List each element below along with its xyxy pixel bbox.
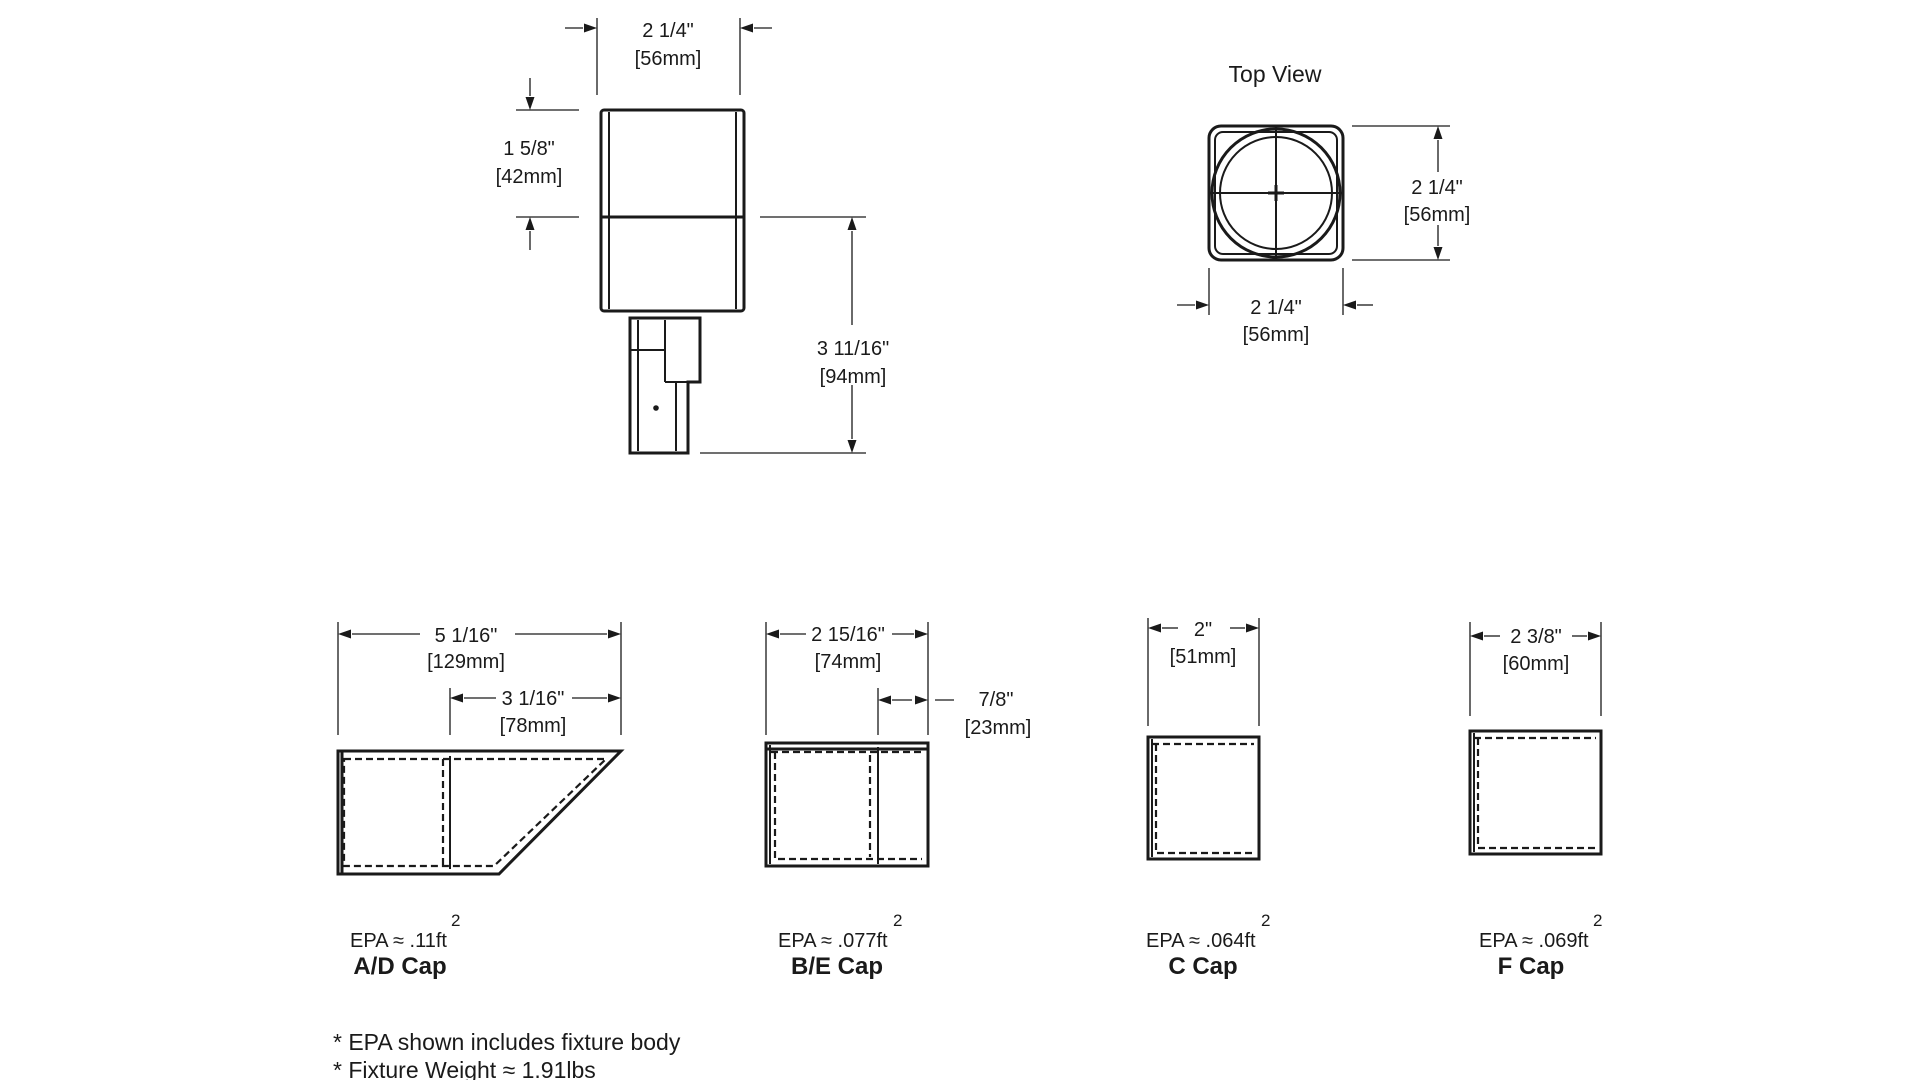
top-height-mm: [56mm] bbox=[1404, 204, 1471, 226]
cap-f: 2 3/8" [60mm] EPA ≈ .069ft 2 F Cap bbox=[1468, 622, 1603, 980]
side-view: 2 1/4" [56mm] 1 5/8" [42mm] 3 11/16" [94… bbox=[496, 18, 889, 455]
note-weight: * Fixture Weight ≈ 1.91lbs bbox=[333, 1057, 596, 1080]
cap-be-inner-mm: [23mm] bbox=[965, 717, 1032, 739]
side-body-height-in: 3 11/16" bbox=[817, 338, 889, 360]
cap-be-overall-in: 2 15/16" bbox=[811, 624, 885, 646]
cap-be-overall-mm: [74mm] bbox=[815, 651, 882, 673]
cap-c-name: C Cap bbox=[1168, 953, 1237, 980]
cap-ad-overall-mm: [129mm] bbox=[427, 651, 505, 673]
cap-be-name: B/E Cap bbox=[791, 953, 883, 980]
cap-be-outline bbox=[764, 741, 930, 868]
cap-c-outline bbox=[1146, 735, 1261, 861]
cap-ad-inner-in: 3 1/16" bbox=[502, 688, 565, 710]
cap-f-overall-mm: [60mm] bbox=[1503, 653, 1570, 675]
cap-ad-name: A/D Cap bbox=[353, 953, 446, 980]
side-width-in: 2 1/4" bbox=[642, 20, 694, 42]
top-view: Top View 2 1/4" [56mm] 2 1/4" [56mm] bbox=[1177, 61, 1470, 346]
side-cap-height-mm: [42mm] bbox=[496, 166, 563, 188]
top-width-in: 2 1/4" bbox=[1250, 297, 1302, 319]
side-body-height-mm: [94mm] bbox=[820, 366, 887, 388]
top-width-mm: [56mm] bbox=[1243, 324, 1310, 346]
note-epa: * EPA shown includes fixture body bbox=[333, 1029, 681, 1055]
top-view-title: Top View bbox=[1229, 61, 1322, 87]
top-height-in: 2 1/4" bbox=[1411, 177, 1463, 199]
cap-c-overall-mm: [51mm] bbox=[1170, 646, 1237, 668]
cap-be: 2 15/16" [74mm] 7/8" [23mm] EPA ≈ .077ft… bbox=[764, 622, 1032, 980]
cap-ad-epa-sup: 2 bbox=[451, 911, 460, 930]
cap-be-epa-sup: 2 bbox=[893, 911, 902, 930]
cap-c: 2" [51mm] EPA ≈ .064ft 2 C Cap bbox=[1146, 618, 1270, 980]
cap-c-overall-in: 2" bbox=[1194, 619, 1212, 641]
side-width-mm: [56mm] bbox=[635, 48, 702, 70]
cap-ad-overall-in: 5 1/16" bbox=[435, 625, 498, 647]
cap-f-epa-sup: 2 bbox=[1593, 911, 1602, 930]
cap-c-epa-sup: 2 bbox=[1261, 911, 1270, 930]
fixture-head-outline bbox=[599, 108, 746, 313]
cap-c-epa: EPA ≈ .064ft bbox=[1146, 930, 1256, 952]
cap-ad-outline bbox=[336, 749, 625, 876]
cap-f-overall-in: 2 3/8" bbox=[1510, 626, 1562, 648]
notes: * EPA shown includes fixture body * Fixt… bbox=[333, 1029, 681, 1080]
cap-ad: 5 1/16" [129mm] 3 1/16" [78mm] EPA ≈ .11… bbox=[336, 622, 625, 980]
cap-be-inner-in: 7/8" bbox=[979, 689, 1014, 711]
side-cap-height-in: 1 5/8" bbox=[503, 138, 555, 160]
cap-f-outline bbox=[1468, 729, 1603, 856]
cap-be-epa: EPA ≈ .077ft bbox=[778, 930, 888, 952]
cap-f-epa: EPA ≈ .069ft bbox=[1479, 930, 1589, 952]
cap-ad-inner-mm: [78mm] bbox=[500, 715, 567, 737]
cap-f-name: F Cap bbox=[1498, 953, 1565, 980]
cap-ad-epa: EPA ≈ .11ft bbox=[350, 930, 447, 952]
